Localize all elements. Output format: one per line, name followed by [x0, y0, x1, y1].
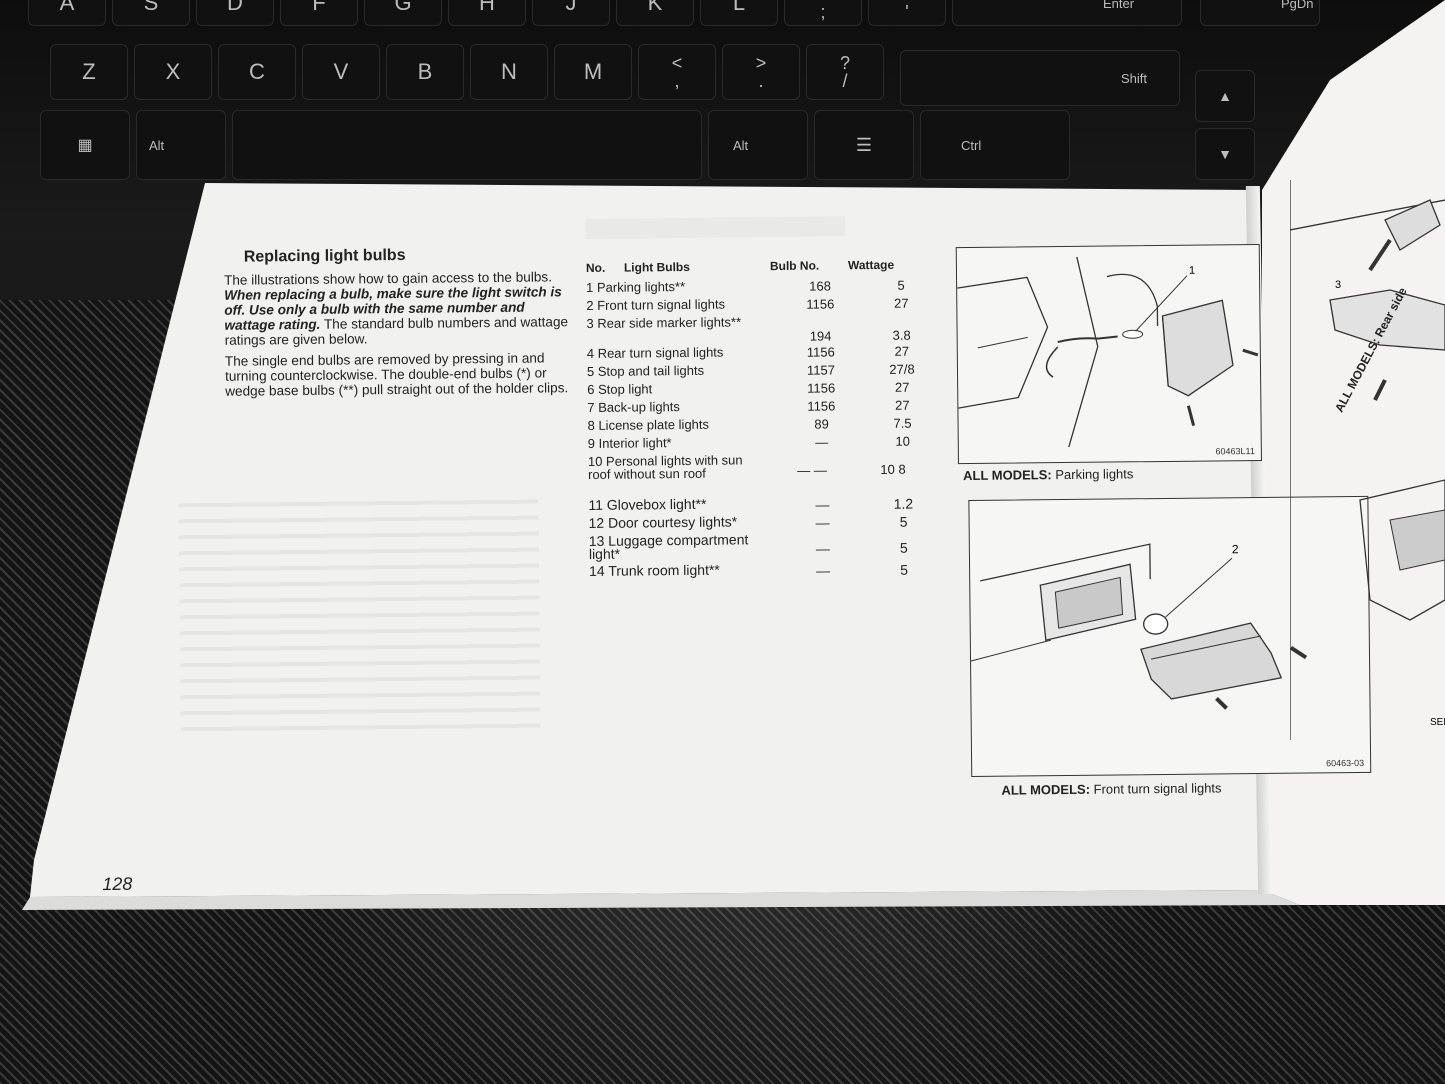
header-wattage: Wattage	[847, 257, 895, 273]
windows-icon: ▦	[40, 110, 130, 180]
key-l: L	[700, 0, 778, 26]
key-a: A	[28, 0, 106, 26]
key-n: N	[470, 44, 548, 100]
key-k: K	[616, 0, 694, 26]
key-f: F	[280, 0, 358, 26]
key-d: D	[196, 0, 274, 26]
header-light-bulbs: Light Bulbs	[623, 259, 690, 275]
show-through-text	[585, 216, 845, 239]
spacebar	[232, 110, 702, 180]
key-g: G	[364, 0, 442, 26]
header-no: No.	[585, 260, 606, 276]
key-semicolon: :;	[784, 0, 862, 26]
parking-light-drawing: 1	[957, 256, 1259, 448]
intro-paragraph-1: The illustrations show how to gain acces…	[223, 269, 569, 348]
menu-icon: ☰	[814, 110, 914, 180]
key-alt-right: Alt	[708, 110, 808, 180]
key-h: H	[448, 0, 526, 26]
show-through-text	[178, 499, 541, 734]
key-s: S	[112, 0, 190, 26]
callout-3: 3	[1335, 279, 1341, 291]
key-z: Z	[50, 44, 128, 100]
key-j: J	[532, 0, 610, 26]
table-row: 13 Luggage compartment light*—5	[588, 531, 908, 562]
page-content: Replacing light bulbs The illustrations …	[102, 172, 1372, 895]
arrow-up-icon: ▲	[1195, 70, 1255, 122]
key-c: C	[218, 44, 296, 100]
figure-code: SEDA	[1430, 717, 1445, 728]
key-m: M	[554, 44, 632, 100]
table-row: 10 Personal lights with sun roof without…	[587, 452, 906, 483]
arrow-down-icon: ▼	[1195, 128, 1255, 180]
header-bulb-no: Bulb No.	[769, 258, 820, 274]
key-x: X	[134, 44, 212, 100]
intro-text: The illustrations show how to gain acces…	[224, 269, 570, 405]
parking-lights-caption: ALL MODELS: Parking lights	[963, 466, 1134, 484]
page-number: 128	[102, 873, 133, 895]
key-comma: <,	[638, 44, 716, 100]
callout-2: 2	[1232, 542, 1239, 556]
key-shift: Shift	[900, 50, 1180, 106]
key-ctrl: Ctrl	[920, 110, 1070, 180]
bulb-table: No. Light Bulbs Bulb No. Wattage 1 Parki…	[586, 258, 919, 583]
section-heading: Replacing light bulbs	[243, 246, 406, 266]
key-b: B	[386, 44, 464, 100]
turn-signal-drawing: 2	[970, 542, 1308, 710]
key-enter: Enter	[952, 0, 1182, 26]
key-period: >.	[722, 44, 800, 100]
callout-1: 1	[1189, 265, 1195, 277]
key-slash: ?/	[806, 44, 884, 100]
parking-light-illustration: 1 60463L11	[955, 243, 1262, 465]
keyboard: A S D F G H J K L :; "' Enter PgDn Z X C…	[0, 0, 1445, 240]
front-turn-signal-caption: ALL MODELS: Front turn signal lights	[1001, 780, 1222, 798]
key-alt-left: Alt	[136, 110, 226, 180]
key-pgdn: PgDn	[1200, 0, 1320, 26]
table-row: 14 Trunk room light**—5	[589, 561, 909, 579]
key-v: V	[302, 44, 380, 100]
right-page-figure: 3 SEDA ALL MODELS: Rear side	[1289, 180, 1445, 740]
intro-paragraph-2: The single end bulbs are removed by pres…	[224, 350, 569, 399]
key-quote: "'	[868, 0, 946, 26]
rear-side-marker-drawing: 3 SEDA	[1289, 180, 1445, 740]
figure-code: 60463L11	[1215, 446, 1255, 457]
figure-code: 60463-03	[1326, 757, 1365, 769]
front-turn-signal-illustration: 2 60463-03	[968, 495, 1372, 778]
